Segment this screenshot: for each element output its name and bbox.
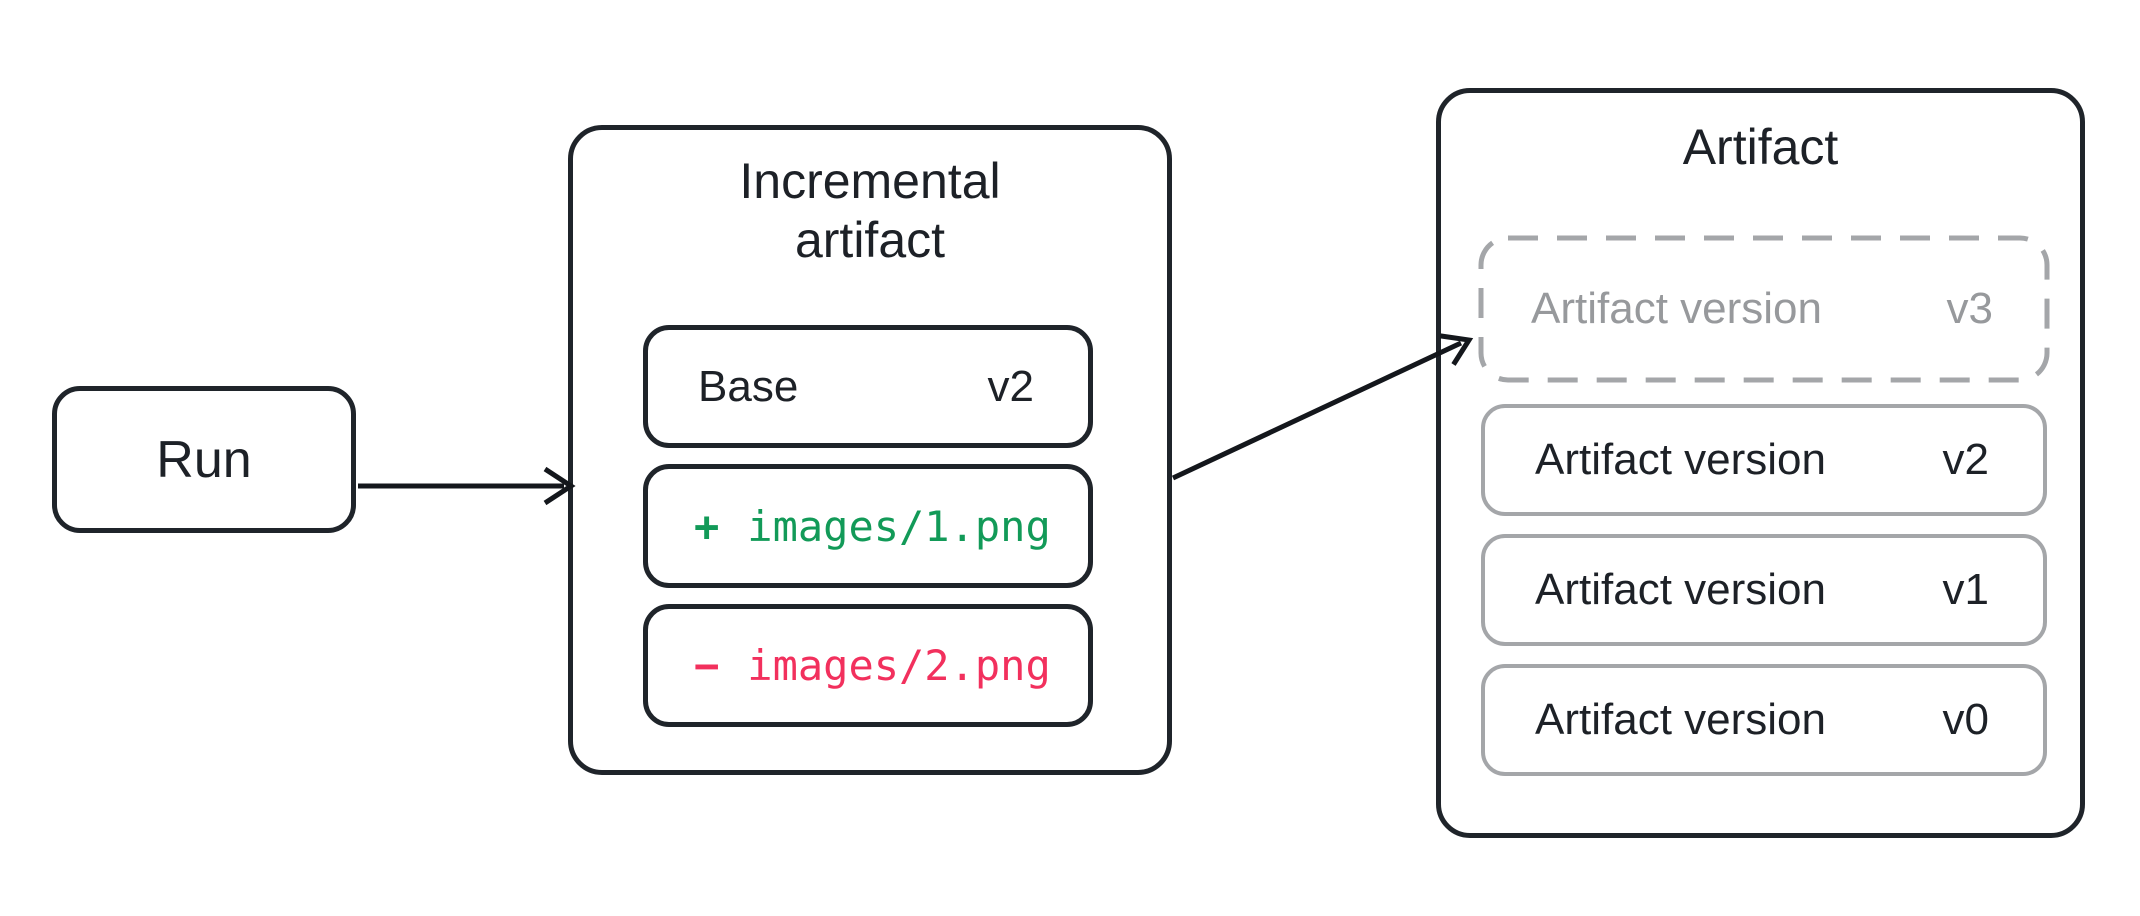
- arrow-incremental-to-artifact: [1171, 340, 1463, 481]
- base-label: Base: [698, 361, 799, 411]
- added-file-chip: + images/1.png: [643, 464, 1093, 588]
- incremental-artifact-title-line1: Incremental: [739, 153, 1001, 209]
- artifact-version-label: Artifact version: [1535, 695, 1826, 744]
- incremental-artifact-title-line2: artifact: [794, 212, 946, 268]
- artifact-version-chip-pending: Artifact version v3: [1481, 238, 2047, 380]
- artifact-version-label: Artifact version: [1531, 284, 1822, 333]
- removed-file-chip: − images/2.png: [643, 604, 1093, 727]
- added-file-path: images/1.png: [747, 501, 1051, 551]
- plus-icon: +: [694, 501, 720, 551]
- minus-icon: −: [694, 641, 720, 690]
- base-version-chip: Base v2: [643, 325, 1093, 448]
- artifact-version-number: v3: [1946, 284, 1993, 333]
- artifact-version-chip: Artifact version v0: [1481, 664, 2047, 776]
- artifact-version-label: Artifact version: [1535, 565, 1826, 614]
- base-version-number: v2: [987, 361, 1034, 411]
- artifact-version-chip: Artifact version v2: [1481, 404, 2047, 516]
- artifact-version-label: Artifact version: [1535, 435, 1826, 484]
- artifact-title: Artifact: [1682, 119, 1839, 175]
- artifact-version-chip: Artifact version v1: [1481, 534, 2047, 646]
- artifact-version-number: v1: [1942, 565, 1989, 614]
- artifact-version-number: v2: [1942, 435, 1989, 484]
- run-label: Run: [156, 430, 252, 489]
- incremental-artifact-title: Incremental artifact: [568, 152, 1172, 270]
- artifact-version-number: v0: [1942, 695, 1989, 744]
- run-node: Run: [52, 386, 356, 533]
- removed-file-path: images/2.png: [747, 641, 1051, 690]
